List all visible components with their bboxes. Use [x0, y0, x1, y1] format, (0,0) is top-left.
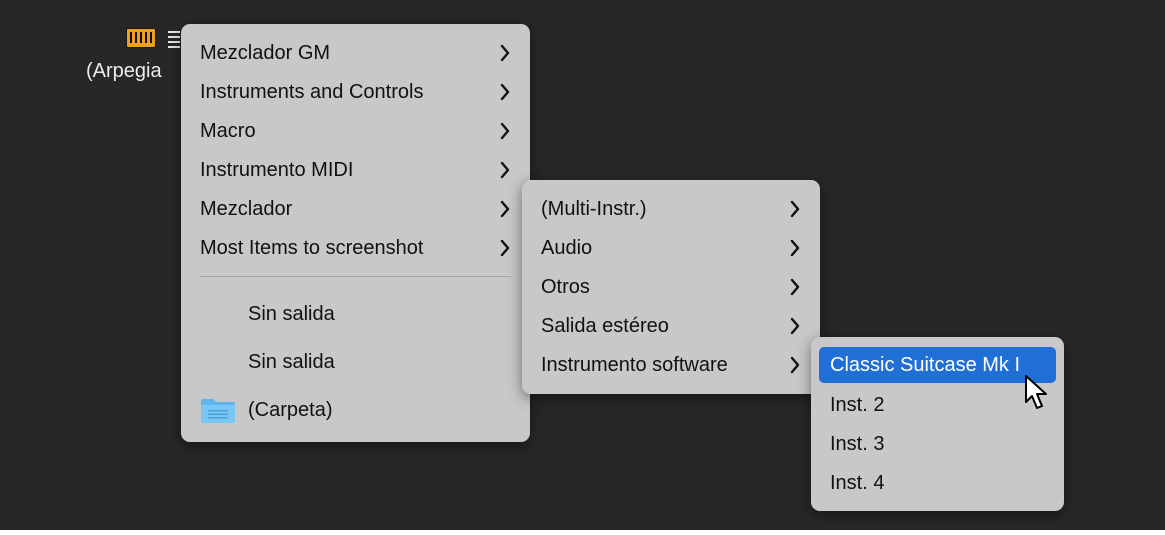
node-label[interactable]: (Arpegia [86, 60, 162, 82]
menu-item-sin-salida[interactable]: Sin salida [189, 344, 522, 380]
grid-icon [168, 28, 180, 48]
menu-item-mezclador-gm[interactable]: Mezclador GM [189, 35, 522, 71]
menu-item-instruments-and-controls[interactable]: Instruments and Controls [189, 74, 522, 110]
mouse-pointer-icon [1025, 375, 1047, 409]
keyboard-icon[interactable] [126, 28, 156, 48]
chevron-right-icon [790, 200, 800, 218]
node-icons [126, 28, 180, 48]
chevron-right-icon [500, 200, 510, 218]
menu-item-multi-instr[interactable]: (Multi-Instr.) [530, 191, 812, 227]
chevron-right-icon [500, 161, 510, 179]
chevron-right-icon [500, 239, 510, 257]
menu-item-label: Most Items to screenshot [200, 236, 424, 259]
context-menu: Mezclador GM Instruments and Controls Ma… [181, 24, 530, 442]
menu-item-label: Sin salida [248, 302, 335, 325]
menu-item-label: Instrumento software [541, 353, 728, 376]
menu-item-instrumento-software[interactable]: Instrumento software [530, 347, 812, 383]
chevron-right-icon [500, 122, 510, 140]
menu-item-otros[interactable]: Otros [530, 269, 812, 305]
menu-item-instrumento-midi[interactable]: Instrumento MIDI [189, 152, 522, 188]
chevron-right-icon [790, 356, 800, 374]
menu-item-label: Mezclador GM [200, 41, 331, 64]
folder-icon [201, 399, 235, 423]
chevron-right-icon [790, 317, 800, 335]
menu-item-inst-4[interactable]: Inst. 4 [819, 465, 1056, 501]
menu-item-label: (Carpeta) [248, 398, 333, 421]
chevron-right-icon [790, 239, 800, 257]
menu-item-audio[interactable]: Audio [530, 230, 812, 266]
menu-item-label: Instruments and Controls [200, 80, 424, 103]
menu-item-mezclador[interactable]: Mezclador [189, 191, 522, 227]
submenu-instrumento-software: Classic Suitcase Mk I Inst. 2 Inst. 3 In… [811, 337, 1064, 511]
menu-item-sin-salida[interactable]: Sin salida [189, 296, 522, 332]
menu-item-label: Classic Suitcase Mk I [830, 353, 1021, 376]
menu-item-salida-estereo[interactable]: Salida estéreo [530, 308, 812, 344]
menu-item-label: Sin salida [248, 350, 335, 373]
menu-separator [200, 276, 511, 277]
chevron-right-icon [500, 44, 510, 62]
menu-item-carpeta[interactable]: (Carpeta) [189, 392, 522, 428]
chevron-right-icon [790, 278, 800, 296]
chevron-right-icon [500, 83, 510, 101]
menu-item-label: Macro [200, 119, 256, 142]
menu-item-label: Inst. 4 [830, 471, 885, 494]
menu-item-label: Otros [541, 275, 590, 298]
menu-item-most-items[interactable]: Most Items to screenshot [189, 230, 522, 266]
menu-item-label: Mezclador [200, 197, 293, 220]
menu-item-inst-2[interactable]: Inst. 2 [819, 387, 1056, 423]
menu-item-label: Audio [541, 236, 593, 259]
menu-item-label: Salida estéreo [541, 314, 669, 337]
menu-item-label: (Multi-Instr.) [541, 197, 647, 220]
menu-item-label: Inst. 3 [830, 432, 885, 455]
menu-item-label: Instrumento MIDI [200, 158, 354, 181]
menu-item-label: Inst. 2 [830, 393, 885, 416]
menu-item-inst-3[interactable]: Inst. 3 [819, 426, 1056, 462]
menu-item-macro[interactable]: Macro [189, 113, 522, 149]
menu-item-classic-suitcase[interactable]: Classic Suitcase Mk I [819, 347, 1056, 383]
submenu-mezclador: (Multi-Instr.) Audio Otros Salida estére… [522, 180, 820, 394]
